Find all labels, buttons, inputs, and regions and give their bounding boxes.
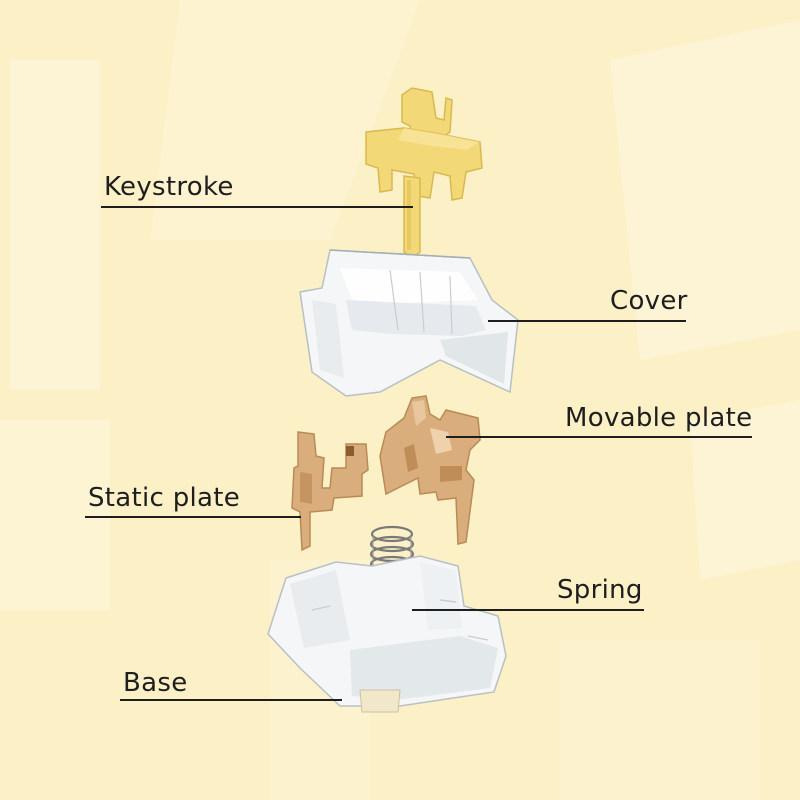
leader-line-keystroke	[101, 206, 413, 208]
leader-line-cover	[488, 320, 686, 322]
stem-part	[365, 87, 483, 259]
label-spring: Spring	[557, 575, 643, 605]
base-part	[267, 555, 507, 713]
leader-line-spring	[412, 609, 644, 611]
movable-plate-part	[379, 395, 481, 545]
leader-line-base	[120, 699, 342, 701]
label-movable-plate: Movable plate	[565, 403, 753, 433]
label-static-plate: Static plate	[88, 483, 241, 513]
label-base: Base	[123, 668, 188, 698]
label-keystroke: Keystroke	[104, 172, 234, 202]
cover-part	[299, 249, 519, 397]
static-plate-part	[291, 431, 369, 552]
leader-line-movable-plate	[446, 436, 752, 438]
leader-line-static-plate	[85, 516, 301, 518]
label-cover: Cover	[610, 286, 688, 316]
